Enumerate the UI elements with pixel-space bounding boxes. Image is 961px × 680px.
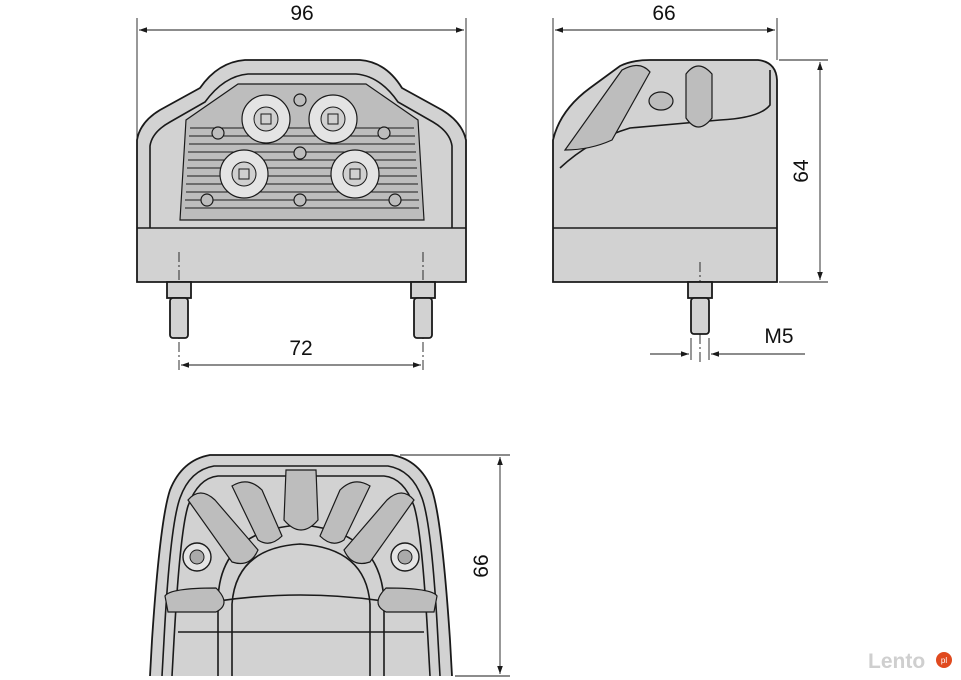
led-bottom-right <box>330 149 380 199</box>
bottom-view: 66 <box>149 454 510 677</box>
led-top-right <box>308 94 358 144</box>
front-pin-left <box>166 252 192 370</box>
bottom-mount-left <box>182 542 212 572</box>
lens-dimples <box>200 93 402 207</box>
front-view: 96 <box>136 2 467 370</box>
dim-label-pin-spacing: 72 <box>289 337 312 360</box>
led-bottom-left <box>219 149 269 199</box>
watermark-logo: Lento pl <box>868 650 952 673</box>
bottom-housing <box>149 454 453 677</box>
bottom-mount-right <box>390 542 420 572</box>
dim-label-bottom-depth: 66 <box>470 554 493 577</box>
side-view: 66 64 M5 <box>552 2 828 364</box>
led-top-left <box>241 94 291 144</box>
side-pin <box>687 262 713 364</box>
dim-label-side-width: 66 <box>652 2 675 25</box>
front-pin-right <box>410 252 436 370</box>
svg-text:Lento: Lento <box>868 650 925 673</box>
svg-text:pl: pl <box>941 656 947 665</box>
dim-label-thread: M5 <box>764 325 793 348</box>
dim-label-front-width: 96 <box>290 2 313 25</box>
side-slot <box>685 65 713 128</box>
dim-label-side-height: 64 <box>790 159 813 183</box>
